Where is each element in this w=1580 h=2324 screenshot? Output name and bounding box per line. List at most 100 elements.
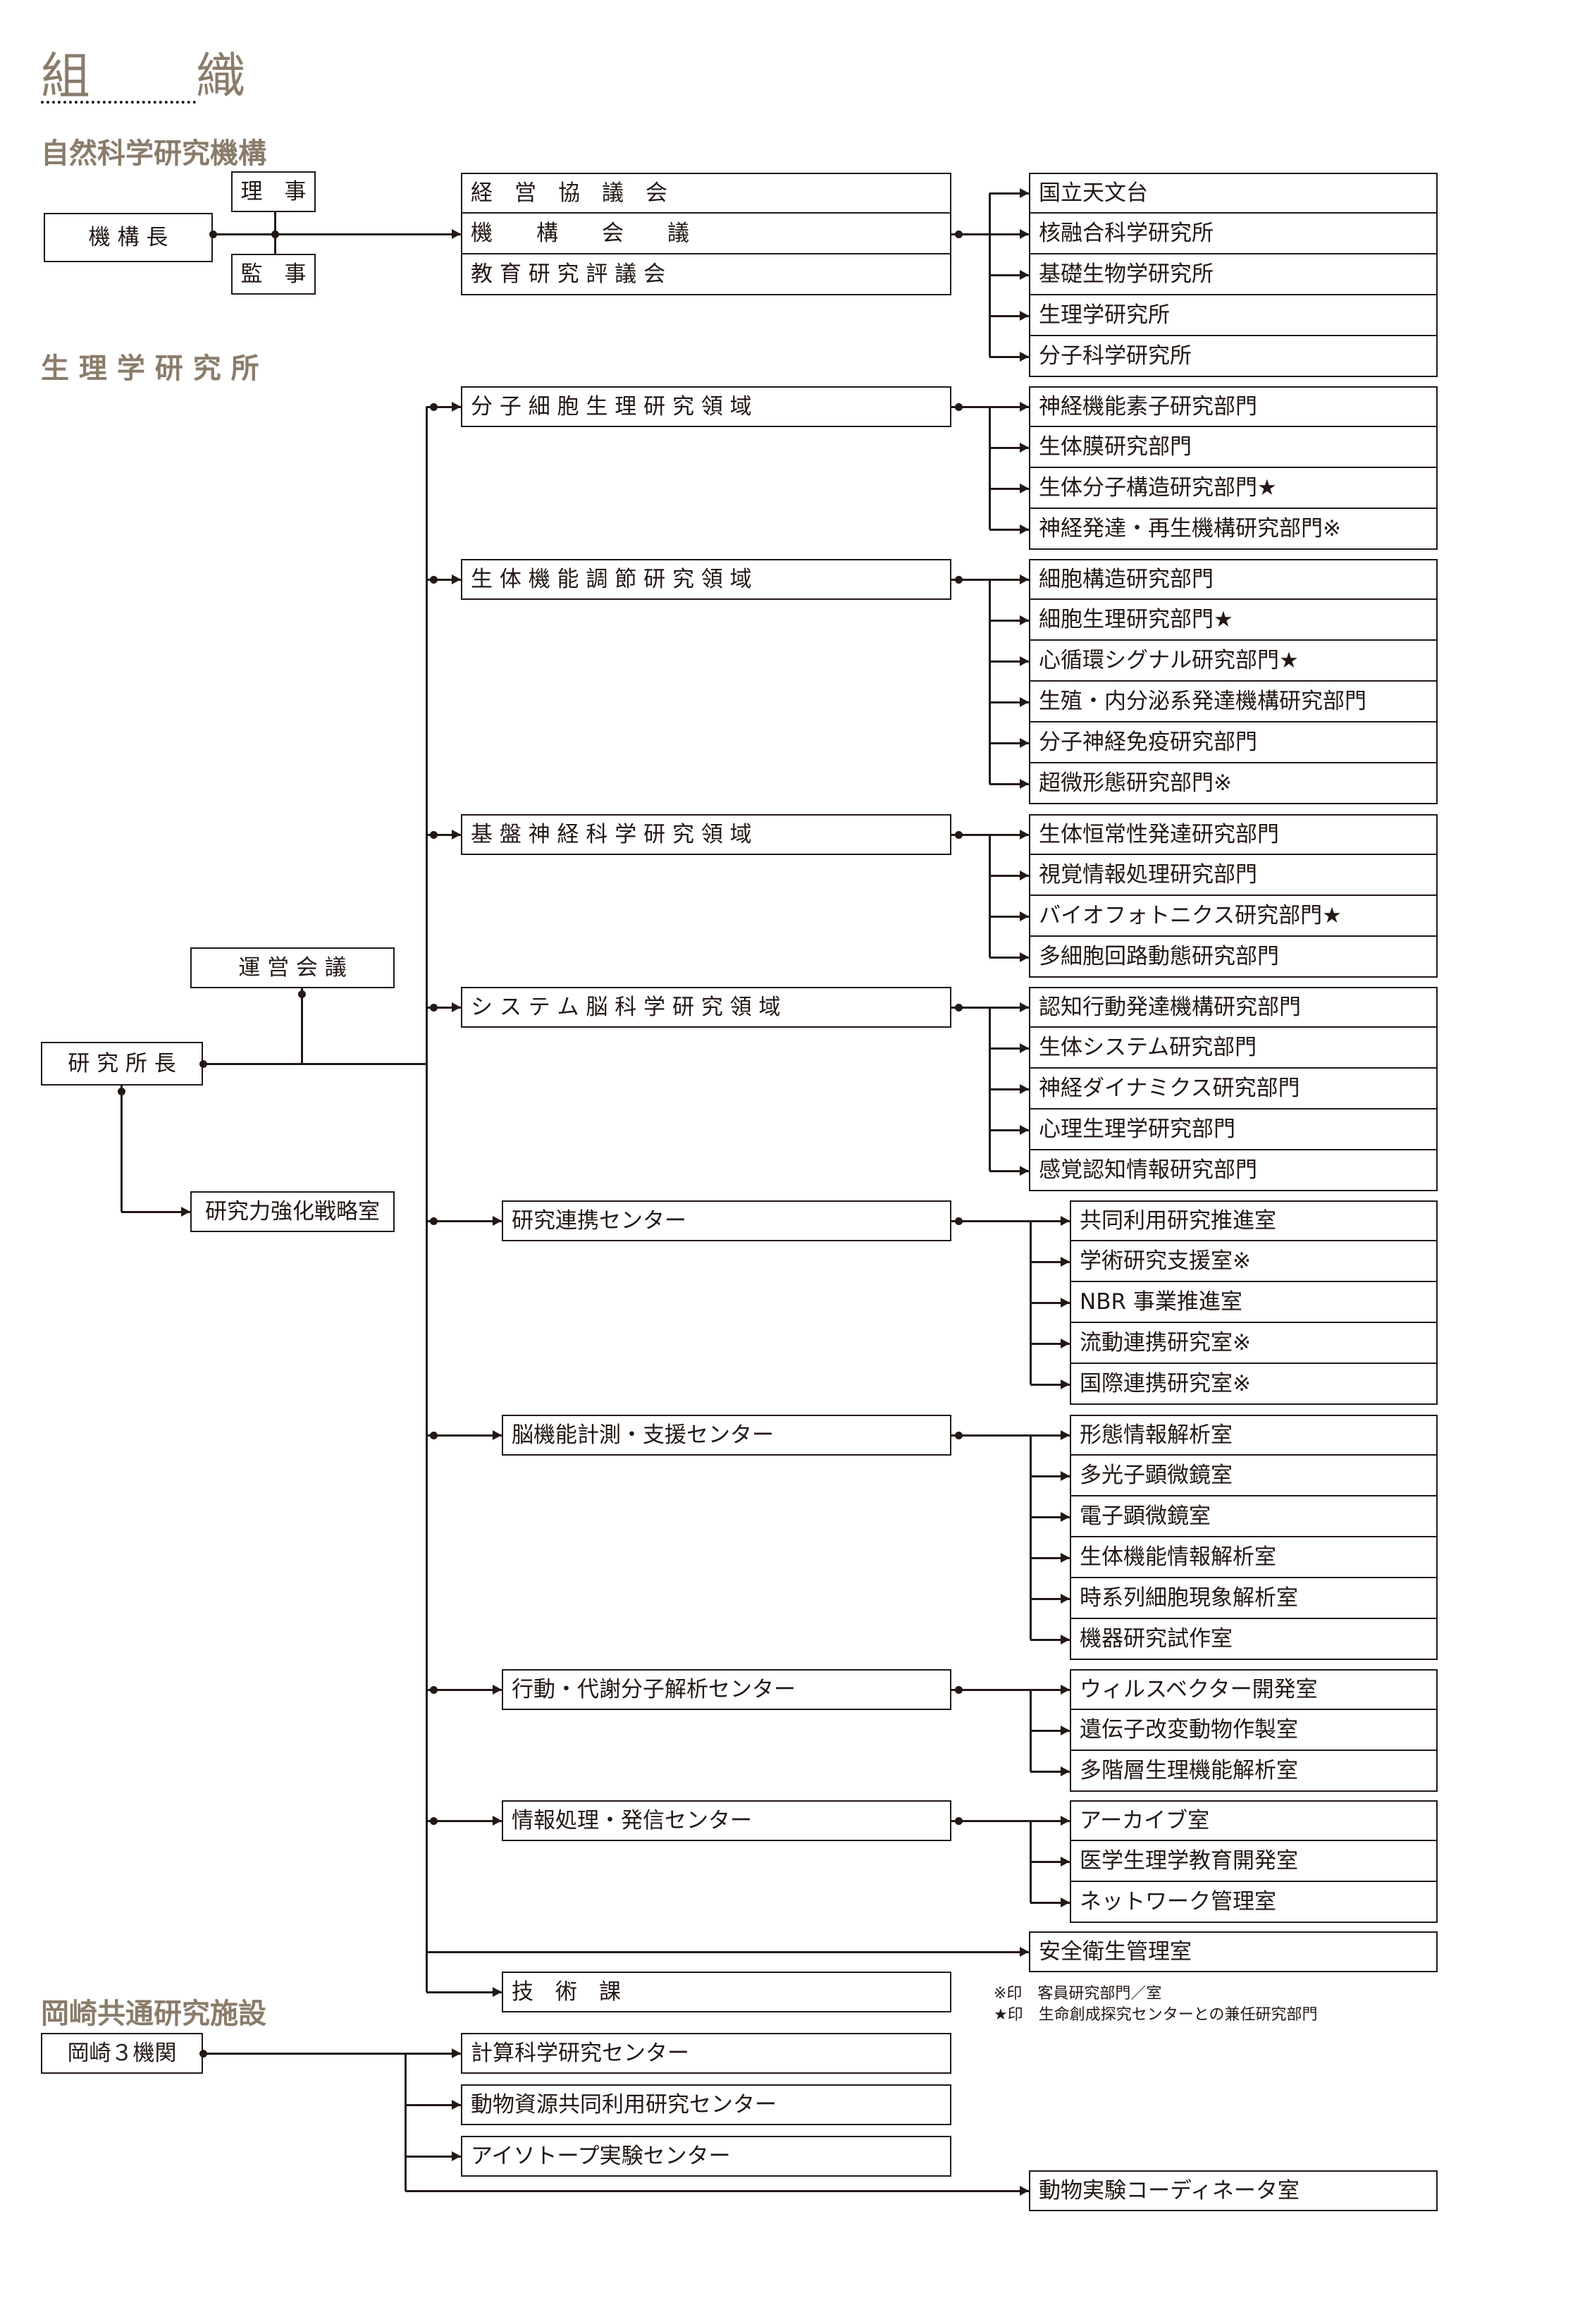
nips-item-connector	[989, 834, 1029, 836]
nips-item-connector	[1030, 1220, 1070, 1222]
nips-item-arrow	[1020, 871, 1029, 880]
nips-item-box: 共同利用研究推進室	[1070, 1200, 1438, 1241]
nips-unit-box: 研究連携センター	[502, 1200, 951, 1241]
nins-council-box: 教 育 研 究 評 議 会	[461, 254, 951, 295]
nips-unit-connector	[426, 579, 461, 581]
nips-item-spine	[989, 407, 991, 529]
nips-item-arrow	[1061, 1339, 1070, 1348]
nips-item-connector	[1030, 1516, 1070, 1518]
nips-item-arrow	[1061, 1471, 1070, 1481]
nips-unit-box: 脳機能計測・支援センター	[502, 1415, 951, 1456]
nips-item-box: 神経ダイナミクス研究部門	[1029, 1069, 1438, 1109]
nips-item-box: 生体システム研究部門	[1029, 1028, 1438, 1069]
nips-item-connector	[1030, 1302, 1070, 1304]
nips-item-arrow	[1020, 524, 1029, 534]
okazaki-facility-arrow	[452, 2048, 461, 2058]
nips-safety-box: 安全衛生管理室	[1029, 1931, 1438, 1972]
nips-item-connector	[1030, 1557, 1070, 1559]
nips-item-box: 視覚情報処理研究部門	[1029, 855, 1438, 896]
nips-item-arrow	[1061, 1512, 1070, 1522]
okazaki-coordinator-arrow	[1020, 2186, 1029, 2196]
nips-item-arrow	[1061, 1298, 1070, 1308]
nips-item-connector	[989, 620, 1029, 622]
page-title: 組 織	[41, 47, 273, 105]
nips-item-connector	[989, 488, 1029, 490]
note-guest: ※印 客員研究部門／室	[994, 1985, 1162, 2003]
nips-item-arrow	[1020, 443, 1029, 453]
nins-council-box: 経 営 協 議 会	[461, 173, 951, 214]
nips-item-spine	[989, 835, 991, 957]
okazaki-root-box: 岡崎３機関	[41, 2033, 203, 2074]
nips-item-connector	[989, 1088, 1029, 1090]
nips-technical-box: 技 術 課	[502, 1972, 951, 2012]
nips-unit-arrow	[493, 1430, 502, 1440]
nips-item-box: 流動連携研究室※	[1070, 1323, 1438, 1364]
nips-item-arrow	[1020, 615, 1029, 625]
nips-strategy-dot	[118, 1088, 125, 1095]
nips-unit-outline	[951, 1820, 1030, 1822]
nins-councils-line	[951, 233, 989, 235]
nips-unit-outline	[951, 579, 989, 581]
nips-item-box: 時系列細胞現象解析室	[1070, 1578, 1438, 1619]
nips-unit-outdot	[955, 1686, 963, 1694]
nins-institute-connector	[989, 192, 1029, 195]
nips-item-connector	[989, 447, 1029, 449]
nips-unit-connector	[426, 1007, 461, 1009]
nips-item-connector	[1030, 1475, 1070, 1477]
okazaki-facility-connector	[405, 2104, 461, 2106]
nips-unit-arrow	[452, 402, 461, 412]
nips-item-arrow	[1061, 1553, 1070, 1563]
nips-director-dot	[199, 1060, 207, 1068]
nips-council-line	[301, 988, 303, 1064]
okazaki-coordinator-line	[405, 2190, 1029, 2192]
nips-item-arrow	[1061, 1857, 1070, 1867]
nips-unit-arrow	[493, 1685, 502, 1695]
nips-unit-dot	[430, 1686, 438, 1694]
nins-institute-box: 国立天文台	[1029, 173, 1438, 214]
nins-institute-box: 分子科学研究所	[1029, 336, 1438, 377]
nips-strategy-hline	[121, 1211, 190, 1213]
nips-director-box: 研 究 所 長	[41, 1042, 203, 1086]
nips-item-arrow	[1020, 738, 1029, 748]
nips-unit-outline	[951, 1434, 1030, 1437]
nips-item-arrow	[1020, 911, 1029, 921]
nins-director-box: 機 構 長	[44, 213, 213, 262]
nips-item-box: 細胞生理研究部門★	[1029, 600, 1438, 641]
nips-item-box: 多細胞回路動態研究部門	[1029, 937, 1438, 978]
nips-item-arrow	[1020, 1125, 1029, 1135]
nins-institute-box: 基礎生物学研究所	[1029, 254, 1438, 295]
nips-item-connector	[989, 1129, 1029, 1131]
nips-item-connector	[989, 783, 1029, 785]
okazaki-facility-box: アイソトープ実験センター	[461, 2136, 951, 2177]
nins-riji-box: 理 事	[231, 171, 316, 212]
nips-item-box: 電子顕微鏡室	[1070, 1496, 1438, 1537]
nins-institute-box: 核融合科学研究所	[1029, 214, 1438, 254]
nips-unit-connector	[426, 1220, 502, 1222]
nips-item-arrow	[1020, 779, 1029, 789]
nips-strategy-vline	[121, 1086, 123, 1212]
nips-item-arrow	[1061, 1594, 1070, 1604]
nips-item-arrow	[1020, 1166, 1029, 1176]
nins-institute-arrow	[1020, 311, 1029, 321]
nips-unit-outline	[951, 834, 989, 836]
nips-item-connector	[1030, 1902, 1070, 1904]
nips-item-box: 生体恒常性発達研究部門	[1029, 814, 1438, 855]
nips-unit-outline	[951, 1007, 989, 1009]
nins-director-dot	[209, 230, 217, 238]
nins-institute-box: 生理学研究所	[1029, 295, 1438, 336]
nips-unit-outdot	[955, 1217, 963, 1225]
nips-item-arrow	[1061, 1766, 1070, 1776]
nips-item-connector	[1030, 1639, 1070, 1641]
nips-item-connector	[989, 579, 1029, 581]
nips-unit-outdot	[955, 1004, 963, 1012]
nips-item-arrow	[1061, 1379, 1070, 1389]
nips-item-box: 神経機能素子研究部門	[1029, 386, 1438, 427]
nins-council-box: 機 構 会 議	[461, 214, 951, 254]
nips-item-arrow	[1020, 830, 1029, 840]
nips-safety-arrow	[1020, 1947, 1029, 1957]
nins-institute-arrow	[1020, 352, 1029, 362]
nips-item-connector	[989, 660, 1029, 663]
nips-technical-line	[426, 1991, 502, 1993]
nins-institute-connector	[989, 315, 1029, 317]
